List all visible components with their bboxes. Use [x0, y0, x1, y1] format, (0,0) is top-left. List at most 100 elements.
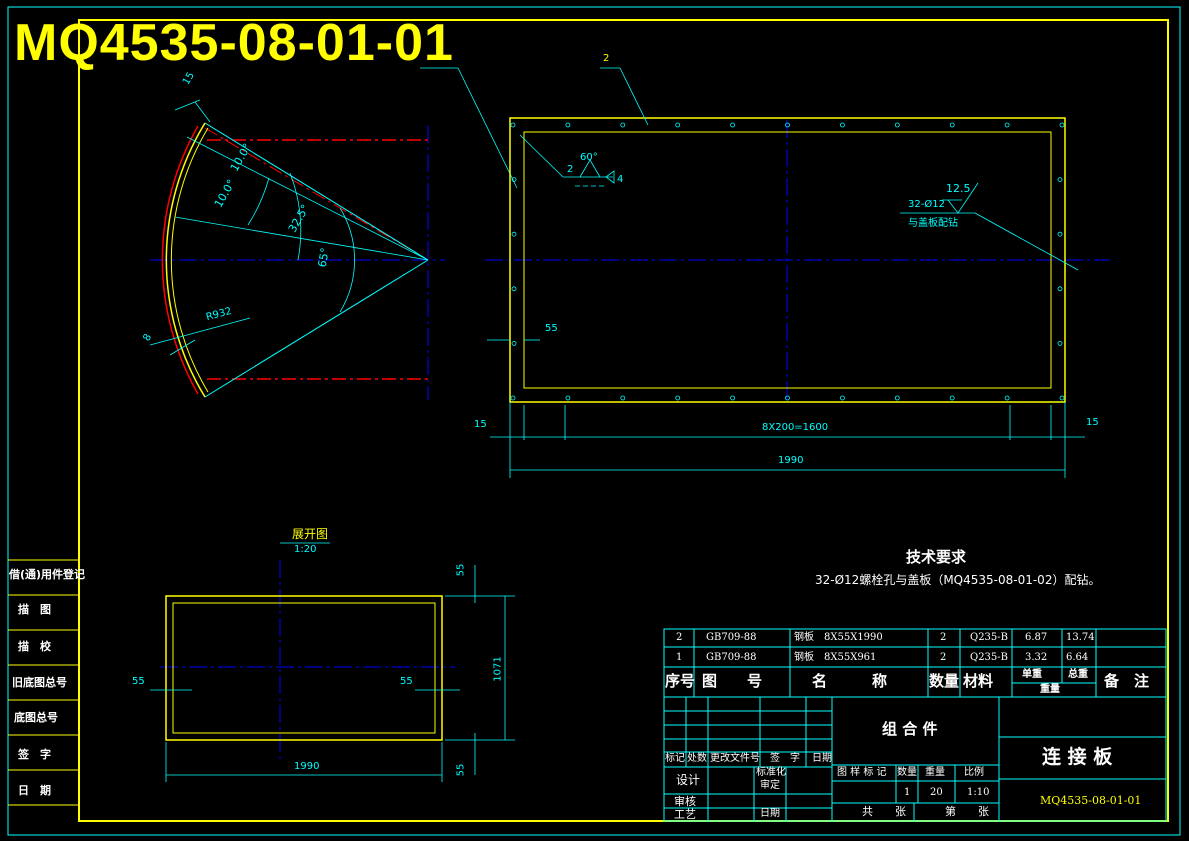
dim-left-edge: 55	[545, 323, 558, 334]
assembly-label: 组 合 件	[882, 720, 938, 738]
header-unit-weight: 单重	[1022, 669, 1042, 680]
part-code: MQ4535-08-01-01	[1040, 794, 1142, 807]
bolt-hole	[620, 395, 626, 401]
bolt-hole	[730, 395, 735, 401]
row1-total: 6.64	[1066, 652, 1089, 663]
tech-requirements-title: 技术要求	[906, 548, 967, 566]
dim-total: 1990	[778, 455, 804, 466]
unfold-dim-height: 1071	[492, 656, 504, 682]
unfold-dim-top: 55	[455, 563, 467, 577]
unfold-dim-right-inner: 55	[400, 676, 413, 687]
label-design: 设计	[676, 773, 701, 787]
bolt-hole	[1059, 395, 1065, 401]
bolt-hole	[1057, 340, 1063, 346]
unfold-dim-bottom: 55	[455, 763, 467, 777]
header-weight: 重量	[1040, 684, 1060, 695]
rev-mark: 标记	[665, 753, 685, 764]
row1-no: 1	[676, 652, 683, 663]
bolt-note-line1: 32-Ø12	[908, 199, 945, 210]
dim-pitch: 8X200=1600	[762, 422, 829, 433]
side-label: 日 期	[18, 784, 51, 797]
bolt-hole	[675, 122, 681, 128]
label-process: 工艺	[674, 808, 696, 821]
dim-left-gap: 15	[474, 419, 487, 430]
tech-requirements-text: 32-Ø12螺栓孔与盖板（MQ4535-08-01-02）配钻。	[815, 573, 1101, 587]
stage-mark: 图 样 标 记	[837, 767, 887, 778]
bolt-hole	[894, 395, 900, 401]
unfold-view	[150, 542, 515, 782]
row2-name: 钢板 8X55X1990	[794, 632, 883, 643]
leader-label: 2	[603, 53, 610, 64]
label-review: 审定	[760, 780, 780, 791]
bolt-hole	[565, 395, 571, 401]
title-block-grid	[663, 696, 1167, 822]
row1-mat: Q235-B	[970, 652, 1009, 663]
bolt-hole	[511, 177, 517, 183]
bolt-hole	[840, 395, 845, 401]
bolt-hole	[894, 122, 900, 128]
bolt-hole	[1057, 231, 1063, 237]
side-label: 描 图	[18, 603, 51, 616]
bolt-hole	[1057, 177, 1063, 183]
label-date: 日期	[760, 808, 780, 819]
row1-unit: 3.32	[1025, 652, 1048, 663]
header-remark: 备 注	[1104, 672, 1150, 690]
header-total-weight: 总重	[1068, 669, 1088, 680]
bolt-hole	[949, 395, 955, 401]
header-mat: 材料	[963, 672, 994, 690]
dim-right-gap: 15	[1086, 417, 1099, 428]
bolt-hole	[1059, 122, 1065, 128]
unfold-dim-left-inner: 55	[132, 676, 145, 687]
side-label: 旧底图总号	[12, 676, 67, 689]
row2-qty: 2	[940, 632, 947, 643]
side-label: 签 字	[18, 748, 51, 761]
row1-name: 钢板 8X55X961	[794, 652, 877, 663]
row2-mat: Q235-B	[970, 632, 1009, 643]
bolt-hole	[785, 122, 790, 128]
bolt-hole	[1004, 122, 1010, 128]
sheets-page: 第 张	[945, 805, 989, 818]
sheet-border	[7, 6, 1181, 836]
unfold-scale: 1:20	[294, 544, 317, 555]
stage-qty-value: 1	[904, 787, 911, 798]
drawing-number-large: MQ4535-08-01-01	[14, 14, 454, 72]
stage-weight-value: 20	[930, 787, 943, 798]
rev-count: 处数	[687, 753, 707, 764]
bolt-hole	[1057, 286, 1063, 292]
row2-no: 2	[676, 632, 683, 643]
bolt-hole	[511, 231, 517, 237]
side-label: 借(通)用件登记	[9, 568, 86, 581]
bolt-holes	[510, 122, 1065, 401]
row1-std: GB709-88	[706, 652, 757, 663]
drawing-frame	[78, 19, 1169, 822]
rev-doc: 更改文件号	[710, 753, 760, 764]
bolt-hole	[511, 286, 517, 292]
side-registration-column	[8, 559, 79, 806]
unfold-dim-width: 1990	[294, 761, 320, 772]
row2-unit: 6.87	[1025, 632, 1048, 643]
bolt-hole	[1004, 395, 1010, 401]
header-std: 图 号	[702, 672, 763, 690]
bolt-hole	[730, 122, 735, 128]
bolt-hole	[785, 395, 790, 401]
stage-weight: 重量	[925, 767, 945, 778]
row2-total: 13.74	[1066, 632, 1095, 643]
unfold-title: 展开图	[292, 527, 329, 541]
label-check: 审核	[674, 795, 696, 808]
side-label: 描 校	[18, 640, 51, 653]
side-label: 底图总号	[14, 711, 58, 724]
weld-angle: 60°	[580, 152, 598, 163]
stage-scale-value: 1:10	[967, 787, 990, 798]
sector-angle-d: 65°	[315, 246, 332, 269]
header-qty: 数量	[929, 672, 960, 690]
bolt-hole	[511, 340, 517, 346]
bolt-hole	[565, 122, 571, 128]
bolt-hole	[840, 122, 845, 128]
row2-std: GB709-88	[706, 632, 757, 643]
header-name: 名 称	[812, 672, 888, 690]
row1-qty: 2	[940, 652, 947, 663]
header-no: 序号	[665, 672, 696, 690]
rev-date: 日期	[812, 753, 832, 764]
stage-scale: 比例	[964, 767, 984, 778]
